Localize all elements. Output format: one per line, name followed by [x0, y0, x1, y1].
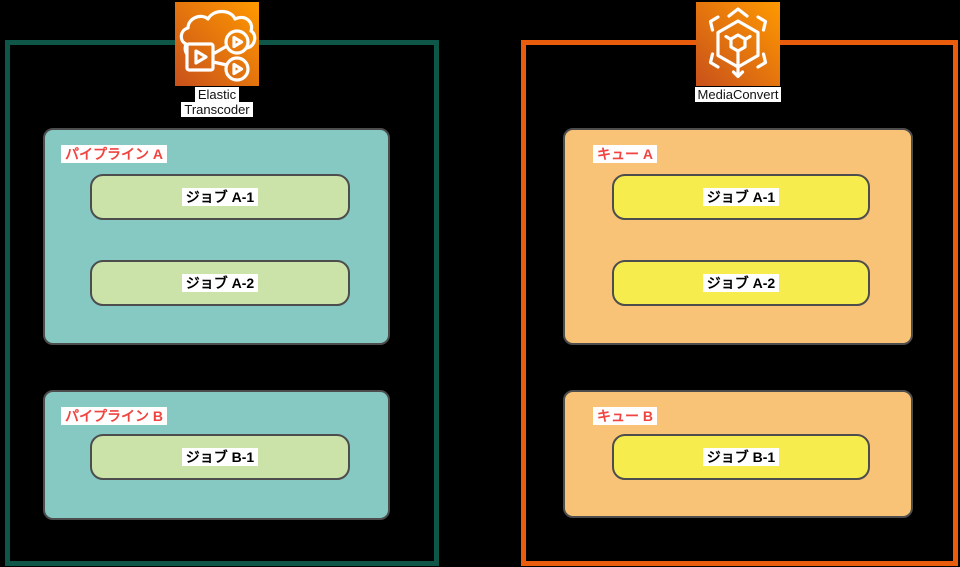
- play-icon: [194, 49, 208, 65]
- mediaconvert-icon: [696, 2, 780, 86]
- pipeline-b-box: パイプライン B ジョブ B-1: [43, 390, 390, 520]
- caption-line: MediaConvert: [694, 87, 782, 102]
- corner-bracket: [756, 15, 768, 32]
- job-box: ジョブ A-1: [90, 174, 350, 220]
- job-label: ジョブ B-1: [181, 448, 259, 466]
- job-label: ジョブ A-2: [181, 274, 259, 292]
- elastic-transcoder-icon: [175, 2, 259, 86]
- mediaconvert-caption: MediaConvert: [658, 87, 818, 102]
- pipeline-a-box: パイプライン A ジョブ A-1 ジョブ A-2: [43, 128, 390, 345]
- queue-a-label: キュー A: [593, 145, 657, 163]
- job-box: ジョブ A-2: [90, 260, 350, 306]
- video-source-square: [185, 42, 215, 72]
- queue-b-label: キュー B: [593, 407, 657, 425]
- job-label: ジョブ A-1: [702, 188, 780, 206]
- job-label: ジョブ A-1: [181, 188, 259, 206]
- output-circle: [224, 29, 250, 55]
- output-circle: [224, 56, 250, 82]
- connector-line: [211, 44, 229, 56]
- spoke-line: [743, 34, 752, 42]
- job-label: ジョブ B-1: [702, 448, 780, 466]
- corner-bracket: [708, 15, 720, 32]
- chevron-up-mark: [727, 7, 749, 18]
- play-icon: [232, 62, 244, 76]
- job-label: ジョブ A-2: [702, 274, 780, 292]
- queue-a-box: キュー A ジョブ A-1 ジョブ A-2: [563, 128, 913, 345]
- caption-line: Transcoder: [181, 102, 253, 117]
- job-box: ジョブ B-1: [90, 434, 350, 480]
- elastic-transcoder-caption: Elastic Transcoder: [137, 87, 297, 117]
- mediaconvert-icon-svg: [696, 2, 780, 86]
- queue-b-box: キュー B ジョブ B-1: [563, 390, 913, 518]
- corner-bracket: [708, 52, 720, 69]
- pipeline-b-label: パイプライン B: [61, 407, 167, 425]
- pipeline-a-label: パイプライン A: [61, 145, 167, 163]
- caption-line: Elastic: [194, 87, 240, 102]
- elastic-transcoder-icon-svg: [175, 2, 259, 86]
- down-arrowhead: [731, 70, 745, 79]
- connector-line: [211, 60, 229, 67]
- job-box: ジョブ A-2: [612, 260, 870, 306]
- spoke-line: [724, 34, 733, 42]
- job-box: ジョブ A-1: [612, 174, 870, 220]
- play-icon: [232, 35, 244, 49]
- job-box: ジョブ B-1: [612, 434, 870, 480]
- corner-bracket: [756, 52, 768, 69]
